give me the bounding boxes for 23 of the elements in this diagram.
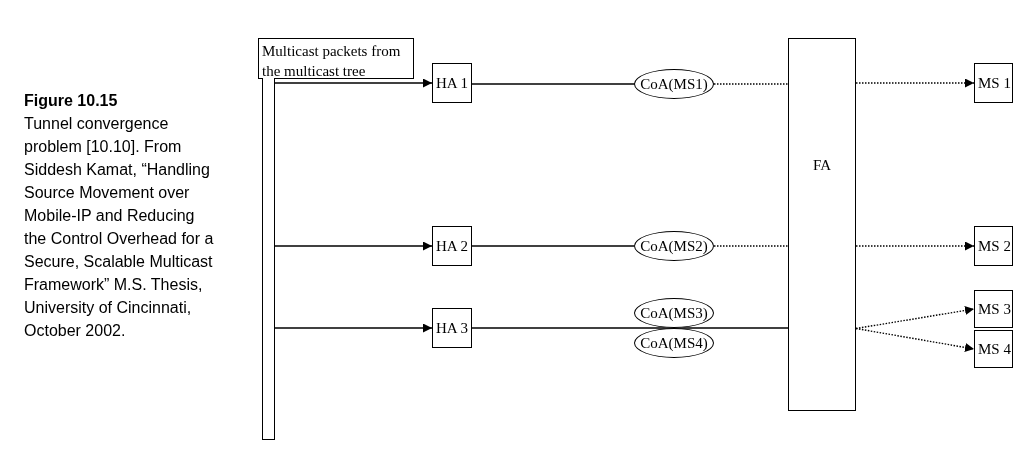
- process-box: MS 4: [974, 330, 1013, 368]
- process-box: Multicast packets from the multicast tree: [258, 38, 414, 79]
- process-box: HA 2: [432, 226, 472, 266]
- figure-caption: Figure 10.15 Tunnel convergence problem [10.10]. From Siddesh Kamat, “Handling Source Movement over Mobile-IP and Reducing the Control Overhead for a Secure, Scalable Multicast Framework” M.S. Thesis, University of Cincinnati, October 2002.: [24, 91, 214, 341]
- process-box: HA 1: [432, 63, 472, 103]
- arrow: [274, 323, 433, 333]
- ellipse-node: CoA(MS1): [634, 69, 714, 99]
- tall-box: FA: [788, 38, 856, 411]
- arrow: [855, 327, 975, 352]
- process-box: MS 2: [974, 226, 1013, 266]
- process-box: HA 3: [432, 308, 472, 348]
- process-box: MS 1: [974, 63, 1013, 103]
- arrow: [855, 78, 975, 88]
- vertical-bar: [262, 78, 275, 440]
- ellipse-node: CoA(MS3): [634, 298, 714, 328]
- ellipse-node: CoA(MS4): [634, 328, 714, 358]
- arrow: [855, 241, 975, 251]
- process-box: MS 3: [974, 290, 1013, 328]
- connector-line: [713, 83, 789, 85]
- arrow: [274, 78, 433, 88]
- arrow: [274, 241, 433, 251]
- connector-line: [471, 245, 635, 247]
- ellipse-node: CoA(MS2): [634, 231, 714, 261]
